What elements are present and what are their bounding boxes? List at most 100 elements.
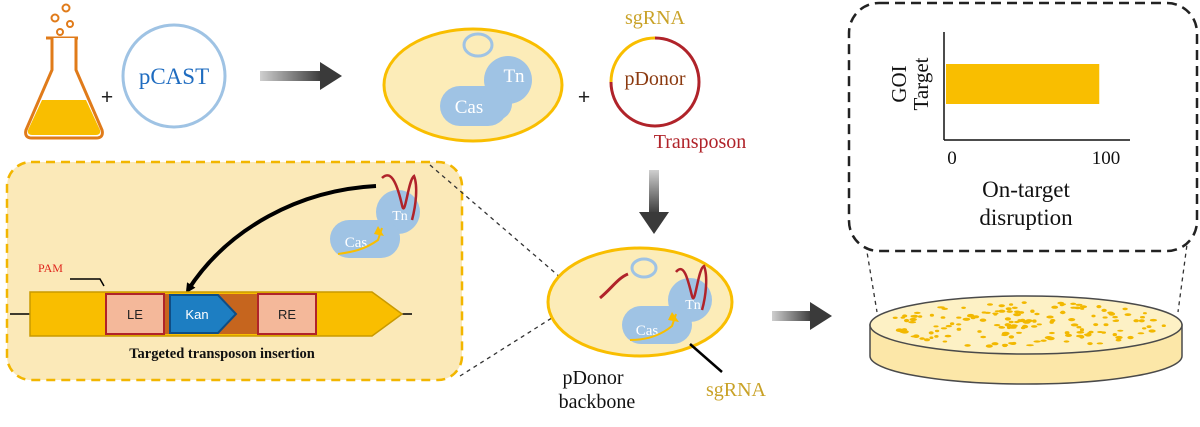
colony bbox=[1080, 307, 1085, 310]
colony bbox=[979, 318, 987, 322]
colony bbox=[1013, 313, 1021, 317]
colony bbox=[892, 316, 898, 319]
colony bbox=[1137, 332, 1145, 335]
pdonor-label: pDonor bbox=[624, 68, 685, 90]
colony bbox=[1059, 311, 1066, 314]
colony bbox=[1006, 310, 1013, 313]
colony bbox=[1030, 309, 1035, 313]
colony bbox=[929, 313, 935, 317]
colony bbox=[1018, 311, 1025, 314]
arrow-step-2 bbox=[639, 170, 669, 234]
colony bbox=[1142, 327, 1147, 330]
colony bbox=[1070, 306, 1078, 309]
inset-tn-label: Tn bbox=[392, 209, 408, 224]
transposon-strand bbox=[381, 174, 418, 221]
le-element bbox=[105, 293, 165, 335]
colony bbox=[1009, 303, 1014, 306]
colony bbox=[1076, 334, 1084, 338]
colony bbox=[985, 344, 993, 348]
colony bbox=[1011, 341, 1017, 345]
colony bbox=[1031, 325, 1038, 328]
colony bbox=[1096, 342, 1104, 345]
colony bbox=[919, 337, 925, 340]
bar-0 bbox=[946, 64, 1100, 104]
colony bbox=[962, 317, 971, 321]
colony bbox=[1008, 320, 1014, 324]
colony bbox=[1016, 331, 1022, 334]
colony bbox=[1102, 316, 1108, 319]
colony bbox=[1033, 340, 1041, 343]
colony bbox=[1063, 340, 1070, 343]
colony bbox=[1021, 324, 1029, 329]
colony bbox=[998, 326, 1004, 329]
colony bbox=[1004, 317, 1012, 321]
colony bbox=[956, 316, 962, 319]
category-label-line1: GOI bbox=[887, 65, 911, 102]
colony bbox=[998, 309, 1006, 313]
colony bbox=[1142, 312, 1147, 315]
flask-icon bbox=[24, 3, 104, 140]
colony bbox=[1057, 301, 1064, 305]
colony bbox=[1097, 331, 1104, 333]
colony bbox=[934, 329, 940, 333]
colony bbox=[1034, 312, 1040, 316]
colony bbox=[964, 344, 971, 347]
colony bbox=[1093, 323, 1099, 327]
colony bbox=[1161, 324, 1166, 328]
pdonor-backbone-line1: pDonor bbox=[562, 367, 623, 389]
insertion-arrow bbox=[185, 184, 377, 294]
colony bbox=[933, 325, 939, 328]
colony bbox=[1103, 323, 1109, 327]
colony bbox=[1096, 305, 1102, 309]
colony bbox=[942, 340, 948, 343]
colony bbox=[1079, 328, 1085, 332]
colony bbox=[1021, 301, 1027, 304]
colony bbox=[1049, 320, 1054, 324]
x-tick-0: 0 bbox=[947, 148, 957, 169]
kan-element bbox=[169, 294, 238, 334]
colony bbox=[944, 334, 952, 338]
inset-cas-label: Cas bbox=[345, 235, 368, 251]
cas-tn-complex: Tn Cas bbox=[440, 56, 532, 126]
colony bbox=[1087, 342, 1093, 346]
colony bbox=[1001, 333, 1009, 337]
colony bbox=[1133, 319, 1139, 323]
colony bbox=[987, 303, 993, 306]
colony bbox=[1008, 335, 1015, 339]
colony bbox=[956, 323, 962, 326]
x-axis-label-line1: On-target bbox=[982, 177, 1070, 202]
colony bbox=[1068, 318, 1076, 322]
colony bbox=[1075, 303, 1083, 306]
colony bbox=[937, 306, 945, 309]
colony bbox=[991, 342, 999, 346]
colony bbox=[984, 311, 991, 314]
colony bbox=[1025, 319, 1033, 323]
colony bbox=[956, 327, 962, 331]
colony bbox=[1115, 338, 1122, 342]
pam-label: PAM bbox=[38, 261, 63, 275]
colony bbox=[949, 322, 955, 326]
colony bbox=[1011, 306, 1018, 309]
colony bbox=[1087, 332, 1092, 336]
colony bbox=[1070, 302, 1077, 305]
cell-with-pcast: Tn Cas bbox=[382, 27, 564, 143]
colony bbox=[1122, 307, 1128, 311]
colony bbox=[908, 321, 917, 324]
colony bbox=[929, 336, 934, 340]
colony bbox=[1146, 325, 1152, 328]
x-tick-100: 100 bbox=[1092, 148, 1121, 169]
colony bbox=[1112, 315, 1118, 319]
plus-sign-2: + bbox=[578, 84, 591, 109]
colony bbox=[1040, 339, 1047, 342]
pdonor-backbone-line2: backbone bbox=[559, 391, 636, 413]
cell2-tn-label: Tn bbox=[685, 298, 701, 313]
colony bbox=[977, 330, 982, 333]
colony bbox=[928, 331, 934, 335]
colony bbox=[899, 329, 907, 333]
colony bbox=[1046, 315, 1054, 319]
colony bbox=[967, 313, 975, 318]
colony bbox=[945, 324, 952, 328]
inset-cas-tn: Tn Cas bbox=[330, 174, 420, 258]
